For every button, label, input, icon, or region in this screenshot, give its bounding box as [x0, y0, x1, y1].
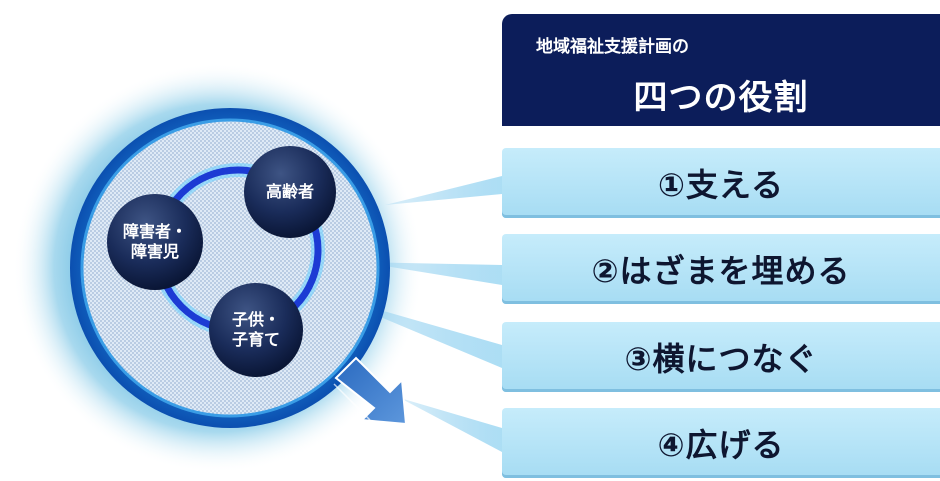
beam-2	[360, 262, 502, 285]
role-fill-gaps: ②はざまを埋める	[502, 234, 940, 304]
beam-1	[385, 176, 502, 205]
node-elderly	[244, 146, 336, 238]
node-label-elderly: 高齢者	[265, 182, 314, 201]
node-label-children: 子供・ 子育て	[231, 310, 280, 349]
expand-arrow-icon	[333, 356, 408, 426]
role-connect: ③横につなぐ	[502, 322, 940, 392]
role-expand: ④広げる	[502, 408, 940, 478]
node-disabled	[107, 194, 203, 290]
role-support-label: ①支える	[657, 166, 785, 204]
title-box: 地域福祉支援計画の 四つの役割	[502, 14, 940, 126]
role-support: ①支える	[502, 148, 940, 218]
role-connect-label: ③横につなぐ	[624, 340, 818, 378]
title-main: 四つの役割	[633, 78, 809, 118]
node-children	[209, 283, 303, 377]
title-subtitle: 地域福祉支援計画の	[536, 37, 689, 57]
role-fill-gaps-label: ②はざまを埋める	[591, 252, 851, 290]
beam-4	[400, 398, 502, 452]
node-label-disabled: 障害者・ 障害児	[122, 222, 187, 261]
role-expand-label: ④広げる	[657, 426, 785, 464]
